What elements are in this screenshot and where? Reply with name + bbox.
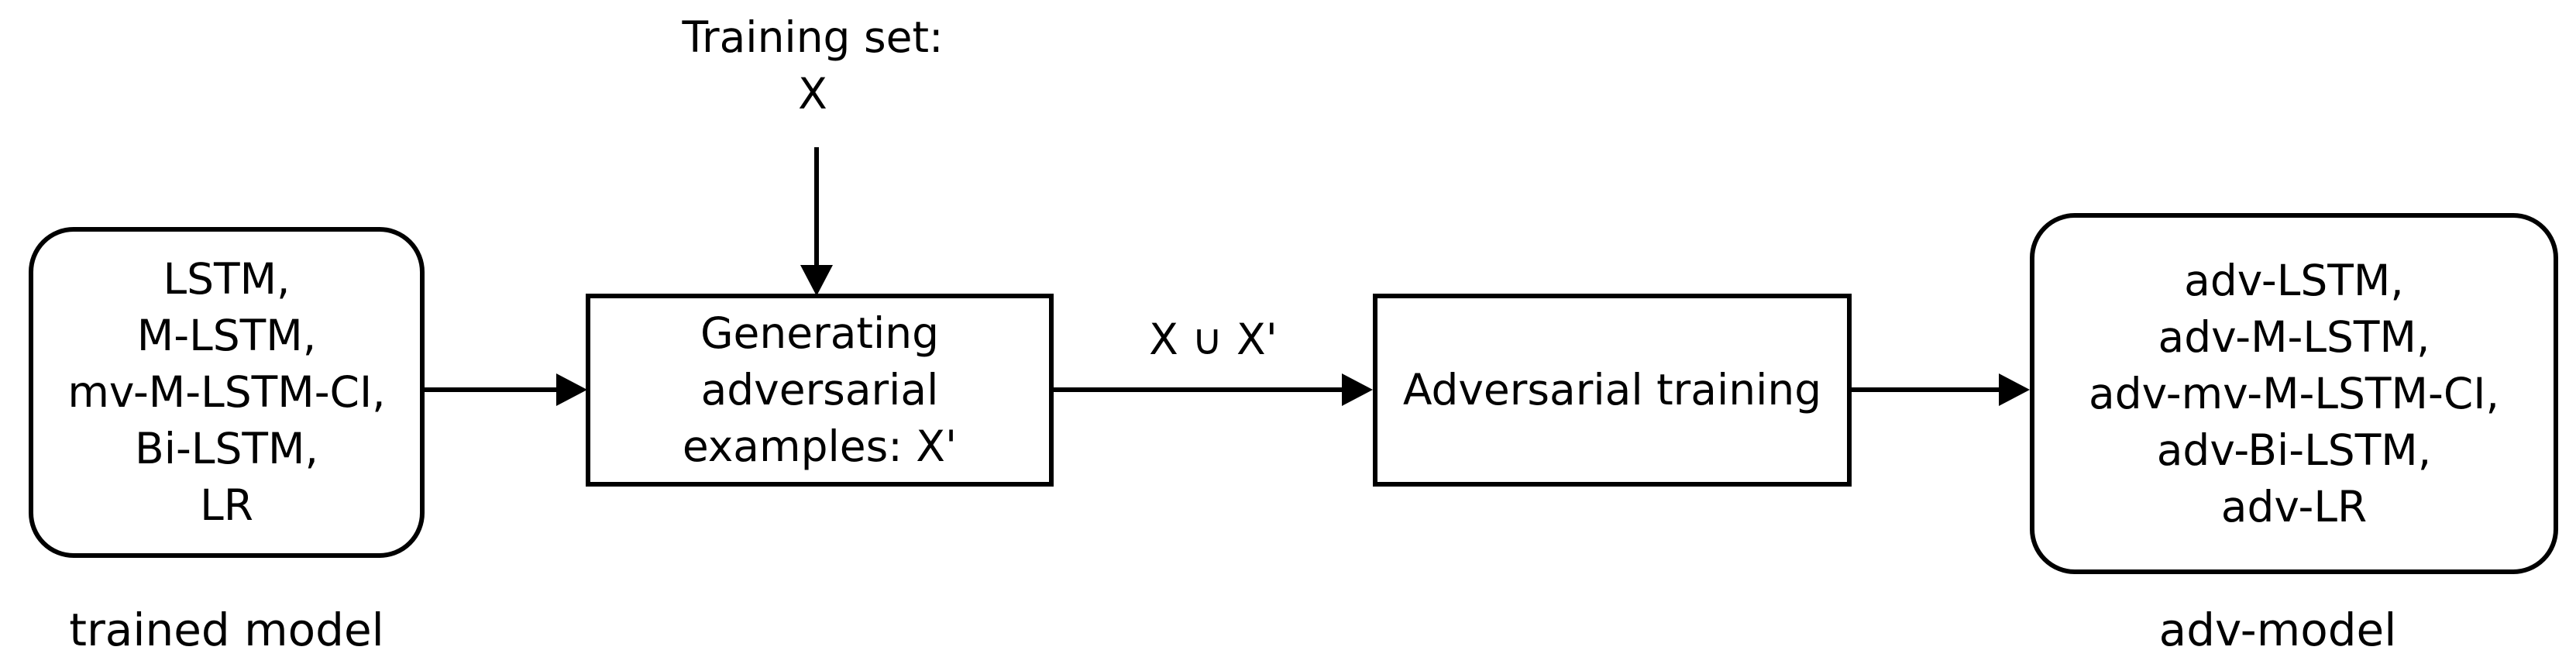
- trained-model-line-1: LSTM,: [163, 254, 291, 304]
- training-set-label: Training set: X: [658, 9, 968, 122]
- training-set-line1: Training set:: [682, 12, 944, 62]
- generating-node: Generating adversarial examples: X': [586, 294, 1054, 487]
- generating-line-1: Generating: [700, 308, 940, 358]
- arrow-trained-to-generating-line: [425, 387, 558, 392]
- arrow-generating-to-training-head: [1342, 373, 1373, 406]
- arrow-training-to-advmodel-line: [1852, 387, 2000, 392]
- arrow-trainingset-to-generating-line: [814, 147, 819, 265]
- training-set-line2: X: [798, 69, 827, 119]
- generating-node-text: Generating adversarial examples: X': [683, 305, 957, 475]
- adv-model-line-4: adv-Bi-LSTM,: [2156, 425, 2432, 475]
- adv-model-line-2: adv-M-LSTM,: [2158, 311, 2430, 362]
- adv-model-line-5: adv-LR: [2220, 481, 2368, 532]
- trained-model-line-5: LR: [200, 480, 253, 530]
- trained-model-line-2: M-LSTM,: [136, 311, 317, 360]
- arrow-trained-to-generating-head: [556, 373, 587, 406]
- trained-model-node-text: LSTM, M-LSTM, mv-M-LSTM-CI, Bi-LSTM, LR: [67, 251, 385, 534]
- trained-model-line-4: Bi-LSTM,: [135, 424, 318, 473]
- union-arrow-label: X ∪ X': [1149, 315, 1278, 364]
- adv-model-node-text: adv-LSTM, adv-M-LSTM, adv-mv-M-LSTM-CI, …: [2089, 253, 2499, 535]
- adv-model-caption: adv-model: [2158, 604, 2397, 656]
- adversarial-training-node: Adversarial training: [1373, 294, 1852, 487]
- adv-model-node: adv-LSTM, adv-M-LSTM, adv-mv-M-LSTM-CI, …: [2030, 213, 2558, 574]
- trained-model-line-3: mv-M-LSTM-CI,: [67, 367, 386, 417]
- trained-model-caption: trained model: [69, 604, 384, 656]
- adv-model-line-1: adv-LSTM,: [2184, 255, 2404, 305]
- trained-model-node: LSTM, M-LSTM, mv-M-LSTM-CI, Bi-LSTM, LR: [29, 227, 425, 558]
- arrow-trainingset-to-generating-head: [800, 265, 833, 296]
- generating-line-3: examples: X': [682, 421, 958, 471]
- arrow-training-to-advmodel-head: [1999, 373, 2030, 406]
- arrow-generating-to-training-line: [1054, 387, 1343, 392]
- generating-line-2: adversarial: [700, 365, 939, 415]
- adv-model-line-3: adv-mv-M-LSTM-CI,: [2089, 368, 2499, 418]
